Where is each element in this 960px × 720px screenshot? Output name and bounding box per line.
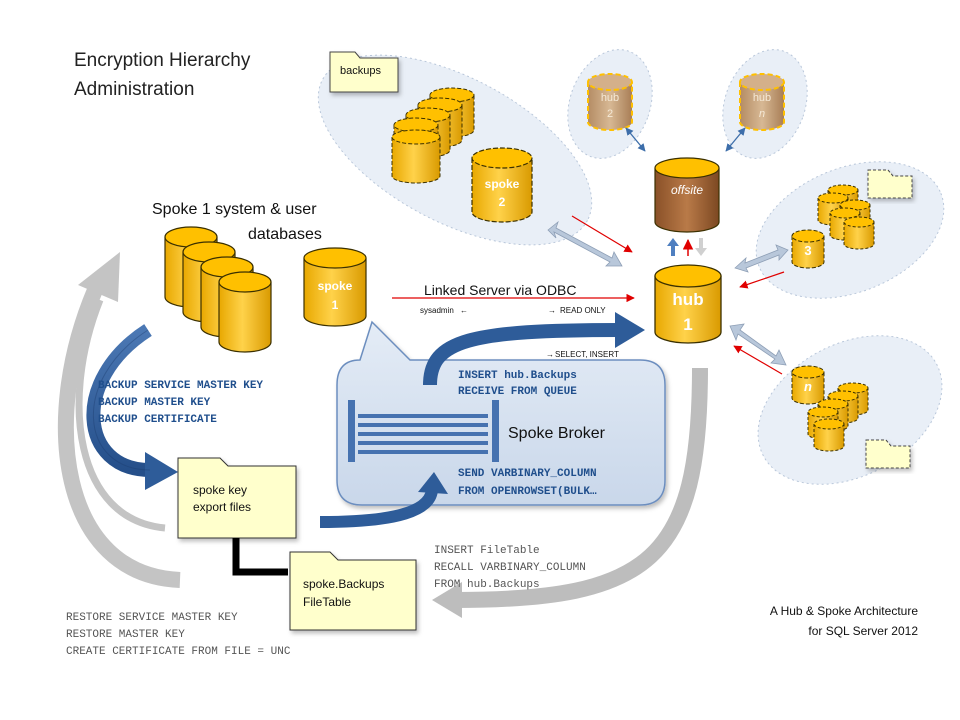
export-folder-line-1: spoke key xyxy=(193,483,247,497)
select-insert-arrow-glyph: → xyxy=(546,350,554,359)
backups-folder-label: backups xyxy=(340,65,381,77)
hub-2-number: 2 xyxy=(607,108,613,120)
filetable-folder-line-2: FileTable xyxy=(303,595,351,609)
spoke-2-label: spoke xyxy=(485,177,520,191)
backups-folder xyxy=(329,51,399,93)
spoke-1-label: spoke xyxy=(318,279,353,293)
system-databases-stack xyxy=(164,226,272,353)
spoken-hub-link-arrow xyxy=(729,323,787,366)
backup-command-3: BACKUP CERTIFICATE xyxy=(98,414,217,426)
folder-connector-line xyxy=(232,538,288,576)
title-line-2: Administration xyxy=(74,79,194,100)
spoke-3-database xyxy=(791,229,825,269)
read-only-label: READ ONLY xyxy=(560,306,606,315)
hub-2-label: hub xyxy=(601,92,619,104)
footer-line-2: for SQL Server 2012 xyxy=(808,624,918,638)
spoke1-caption-line-2: databases xyxy=(248,226,322,243)
spoke-3-folder xyxy=(867,169,913,199)
export-files-folder xyxy=(177,457,297,539)
spoke3-hub-link-arrow xyxy=(734,244,789,273)
broker-label: Spoke Broker xyxy=(508,425,606,442)
export-folder-line-2: export files xyxy=(193,500,251,514)
spoke-2-backup-stack xyxy=(391,87,475,184)
hub-1-database xyxy=(654,264,722,344)
spoke1-caption-line-1: Spoke 1 system & user xyxy=(152,201,317,218)
spoke-1-database xyxy=(303,247,367,327)
red-flow-arrows xyxy=(392,215,785,375)
restore-command-2: RESTORE MASTER KEY xyxy=(66,629,185,641)
spoke-n-database xyxy=(791,365,825,405)
spoke-n-backup-stack xyxy=(807,382,869,452)
broker-to-hub-arrow xyxy=(423,312,645,386)
spoke-n-label: n xyxy=(804,379,812,394)
spoke-2-number: 2 xyxy=(499,195,506,209)
offsite-label: offsite xyxy=(671,183,703,197)
broker-command-2: RECEIVE FROM QUEUE xyxy=(458,386,577,398)
select-insert-label: SELECT, INSERT xyxy=(555,350,619,359)
backup-command-2: BACKUP MASTER KEY xyxy=(98,397,211,409)
linked-server-label: Linked Server via ODBC xyxy=(424,282,577,298)
hub-n-number: n xyxy=(759,108,765,120)
filetable-command-3: FROM hub.Backups xyxy=(434,579,540,591)
spoke-n-folder xyxy=(865,439,911,469)
filetable-command-1: INSERT FileTable xyxy=(434,545,540,557)
spoke2-hub-link-arrow xyxy=(547,220,623,267)
restore-command-3: CREATE CERTIFICATE FROM FILE = UNC xyxy=(66,646,291,658)
filetable-command-2: RECALL VARBINARY_COLUMN xyxy=(434,562,586,574)
spoke-3-label: 3 xyxy=(804,243,811,258)
backup-command-1: BACKUP SERVICE MASTER KEY xyxy=(98,380,263,392)
hub-2-database xyxy=(587,73,633,131)
sysadmin-label: sysadmin xyxy=(420,306,454,315)
export-to-broker-arrow xyxy=(319,472,448,528)
hub-1-label: hub xyxy=(672,290,703,309)
broker-command-3: SEND VARBINARY_COLUMN xyxy=(458,468,597,480)
restore-loop-arrows xyxy=(57,252,181,588)
broker-command-1: INSERT hub.Backups xyxy=(458,370,577,382)
filetable-folder-line-1: spoke.Backups xyxy=(303,577,384,591)
read-only-arrow-glyph: → xyxy=(548,306,556,315)
filetable-folder xyxy=(289,551,417,631)
offsite-database xyxy=(654,157,720,233)
spoke-2-database xyxy=(471,147,533,223)
backup-blue-arrow xyxy=(86,324,178,490)
title-line-1: Encryption Hierarchy xyxy=(74,50,251,71)
footer-line-1: A Hub & Spoke Architecture xyxy=(770,604,918,618)
hub-1-number: 1 xyxy=(683,315,692,334)
sysadmin-arrow-glyph: ← xyxy=(460,306,468,315)
hub-n-database xyxy=(739,73,785,131)
spoke-broker-bubble xyxy=(336,320,666,506)
broker-command-4: FROM OPENROWSET(BULK… xyxy=(458,486,597,498)
spoke-3-backup-stack xyxy=(817,184,875,250)
hub-n-label: hub xyxy=(753,92,771,104)
spoke-1-number: 1 xyxy=(332,298,339,312)
broker-queue-icon xyxy=(348,400,499,462)
restore-command-1: RESTORE SERVICE MASTER KEY xyxy=(66,612,238,624)
filetable-return-arrow xyxy=(432,367,708,618)
offsite-sync-arrows xyxy=(625,127,746,256)
